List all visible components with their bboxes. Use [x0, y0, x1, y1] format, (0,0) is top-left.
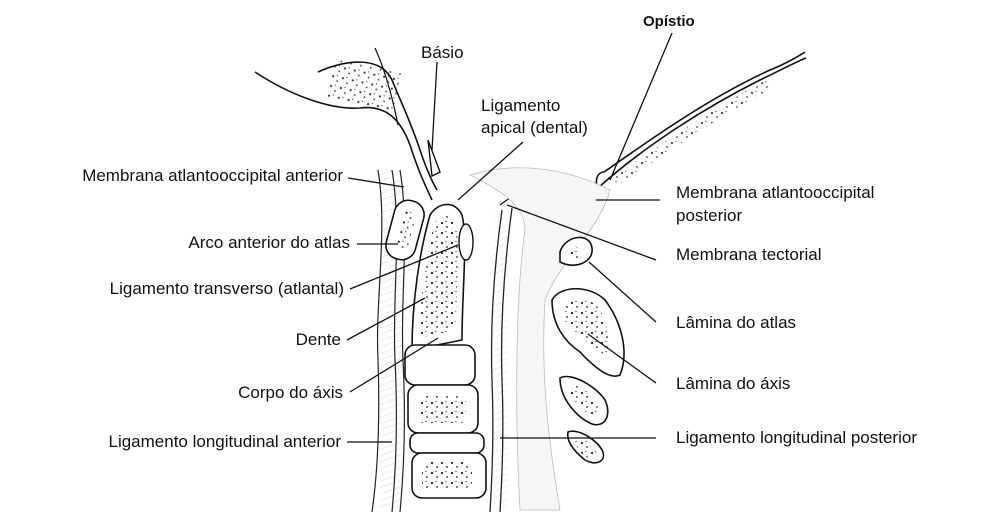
label-posterior-atlantooccipital-membrane-line1: Membrana atlantooccipital [676, 183, 874, 203]
lamina-axis [552, 289, 624, 376]
lower-laminae [560, 377, 608, 463]
basion [428, 140, 440, 176]
label-lamina-axis: Lâmina do áxis [676, 374, 790, 394]
occipital-spongy-bone [327, 58, 404, 112]
vertebral-bodies [405, 345, 486, 498]
label-transverse-ligament: Ligamento transverso (atlantal) [0, 279, 344, 299]
label-anterior-arch-atlas: Arco anterior do atlas [0, 233, 350, 253]
label-posterior-atlantooccipital-membrane-line2: posterior [676, 206, 742, 226]
label-posterior-longitudinal-ligament: Ligamento longitudinal posterior [676, 428, 917, 448]
label-lamina-atlas: Lâmina do atlas [676, 313, 796, 333]
label-apical-ligament-line1: Ligamento [481, 96, 560, 116]
posterior-ligament-texture [494, 210, 508, 510]
occipital-posterior-spongy [612, 78, 772, 186]
label-dens: Dente [0, 330, 341, 350]
label-tectorial-membrane: Membrana tectorial [676, 245, 822, 265]
label-basion: Básio [421, 43, 464, 63]
label-anterior-atlantooccipital-membrane: Membrana atlantooccipital anterior [0, 166, 343, 186]
label-anterior-longitudinal-ligament: Ligamento longitudinal anterior [0, 432, 341, 452]
label-body-axis: Corpo do áxis [0, 383, 343, 403]
transverse-ligament [459, 224, 473, 260]
label-opisthion: Opístio [643, 12, 695, 32]
label-apical-ligament-line2: apical (dental) [481, 118, 588, 138]
